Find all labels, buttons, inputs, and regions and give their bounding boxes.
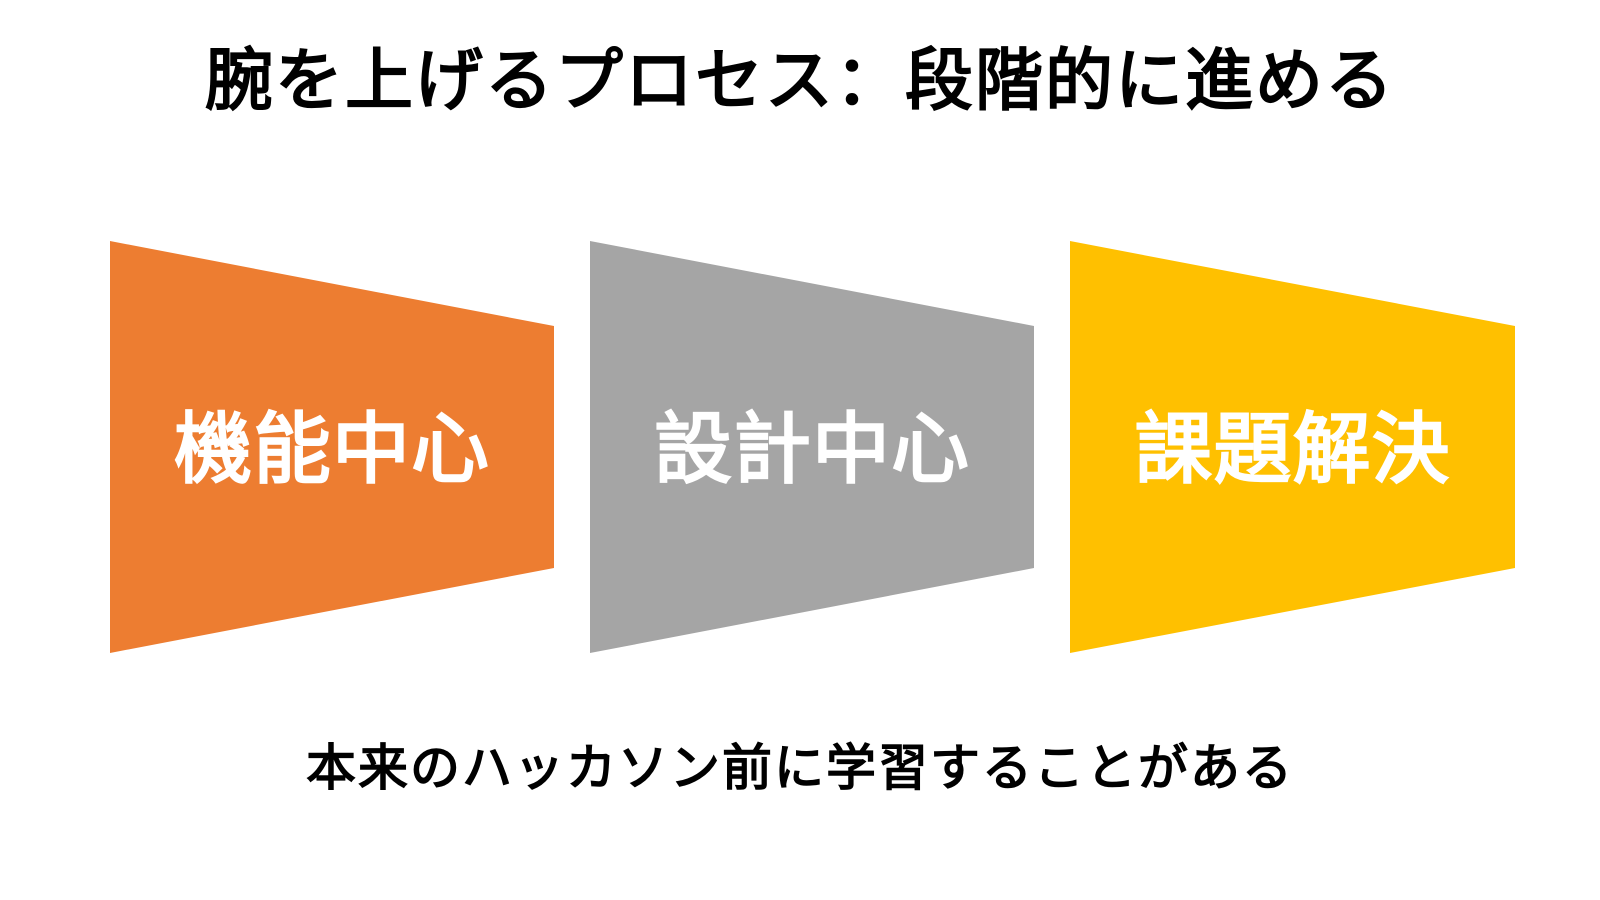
stage-3-label: 課題解決 bbox=[1134, 405, 1451, 495]
slide-subtitle: 本来のハッカソン前に学習することがある bbox=[306, 739, 1294, 797]
stage-1-trapezoid bbox=[110, 241, 554, 653]
stage-3-trapezoid bbox=[1070, 241, 1515, 653]
stage-2-label: 設計中心 bbox=[653, 405, 970, 495]
stage-1-label: 機能中心 bbox=[173, 405, 490, 495]
stage-2-trapezoid bbox=[590, 241, 1034, 653]
slide-title: 腕を上げるプロセス：段階的に進める bbox=[204, 42, 1395, 121]
